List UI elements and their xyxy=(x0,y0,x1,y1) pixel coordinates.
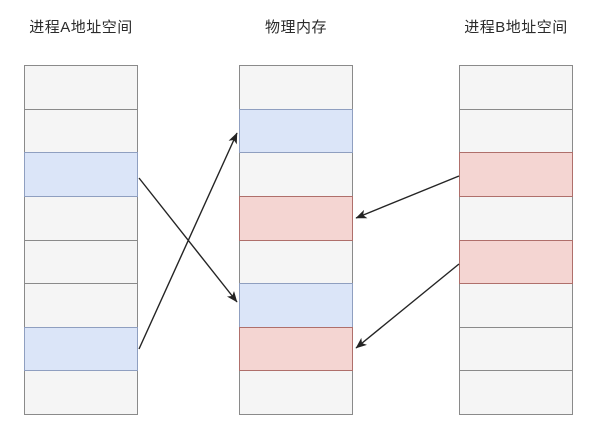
arrow-process-a-cell-7-to-physical-cell-2 xyxy=(138,132,238,350)
physical-memory-title: 物理内存 xyxy=(264,19,327,36)
process-b-cell-6 xyxy=(459,283,573,328)
arrow-process-b-cell-3-to-physical-cell-4 xyxy=(355,175,460,219)
process-a-cell-1 xyxy=(24,65,138,110)
physical-cell-7 xyxy=(239,326,353,372)
process-a-cell-5 xyxy=(24,239,138,285)
process-b-cell-3 xyxy=(459,152,573,197)
process-b-cell-7 xyxy=(459,326,573,372)
process-b-cell-4 xyxy=(459,195,573,241)
physical-cell-1 xyxy=(239,65,353,110)
physical-cell-4 xyxy=(239,195,353,241)
process-a-cell-8 xyxy=(24,370,138,415)
physical-cell-5 xyxy=(239,239,353,285)
physical-cell-3 xyxy=(239,152,353,197)
process-a-cell-6 xyxy=(24,283,138,328)
process-a-cell-3 xyxy=(24,152,138,197)
arrow-process-a-cell-3-to-physical-cell-6 xyxy=(138,177,238,303)
process-b-stack xyxy=(459,65,573,415)
process-a-stack xyxy=(24,65,138,415)
process-a-cell-4 xyxy=(24,195,138,241)
physical-memory-stack xyxy=(239,65,353,415)
physical-cell-2 xyxy=(239,108,353,154)
process-a-cell-7 xyxy=(24,326,138,372)
process-b-cell-1 xyxy=(459,65,573,110)
process-a-cell-2 xyxy=(24,108,138,154)
arrow-process-b-cell-5-to-physical-cell-7 xyxy=(355,263,460,349)
process-b-cell-5 xyxy=(459,239,573,285)
process-b-cell-8 xyxy=(459,370,573,415)
process-a-title: 进程A地址空间 xyxy=(29,19,133,36)
process-b-title: 进程B地址空间 xyxy=(464,19,568,36)
process-b-cell-2 xyxy=(459,108,573,154)
physical-cell-8 xyxy=(239,370,353,415)
physical-cell-6 xyxy=(239,283,353,328)
